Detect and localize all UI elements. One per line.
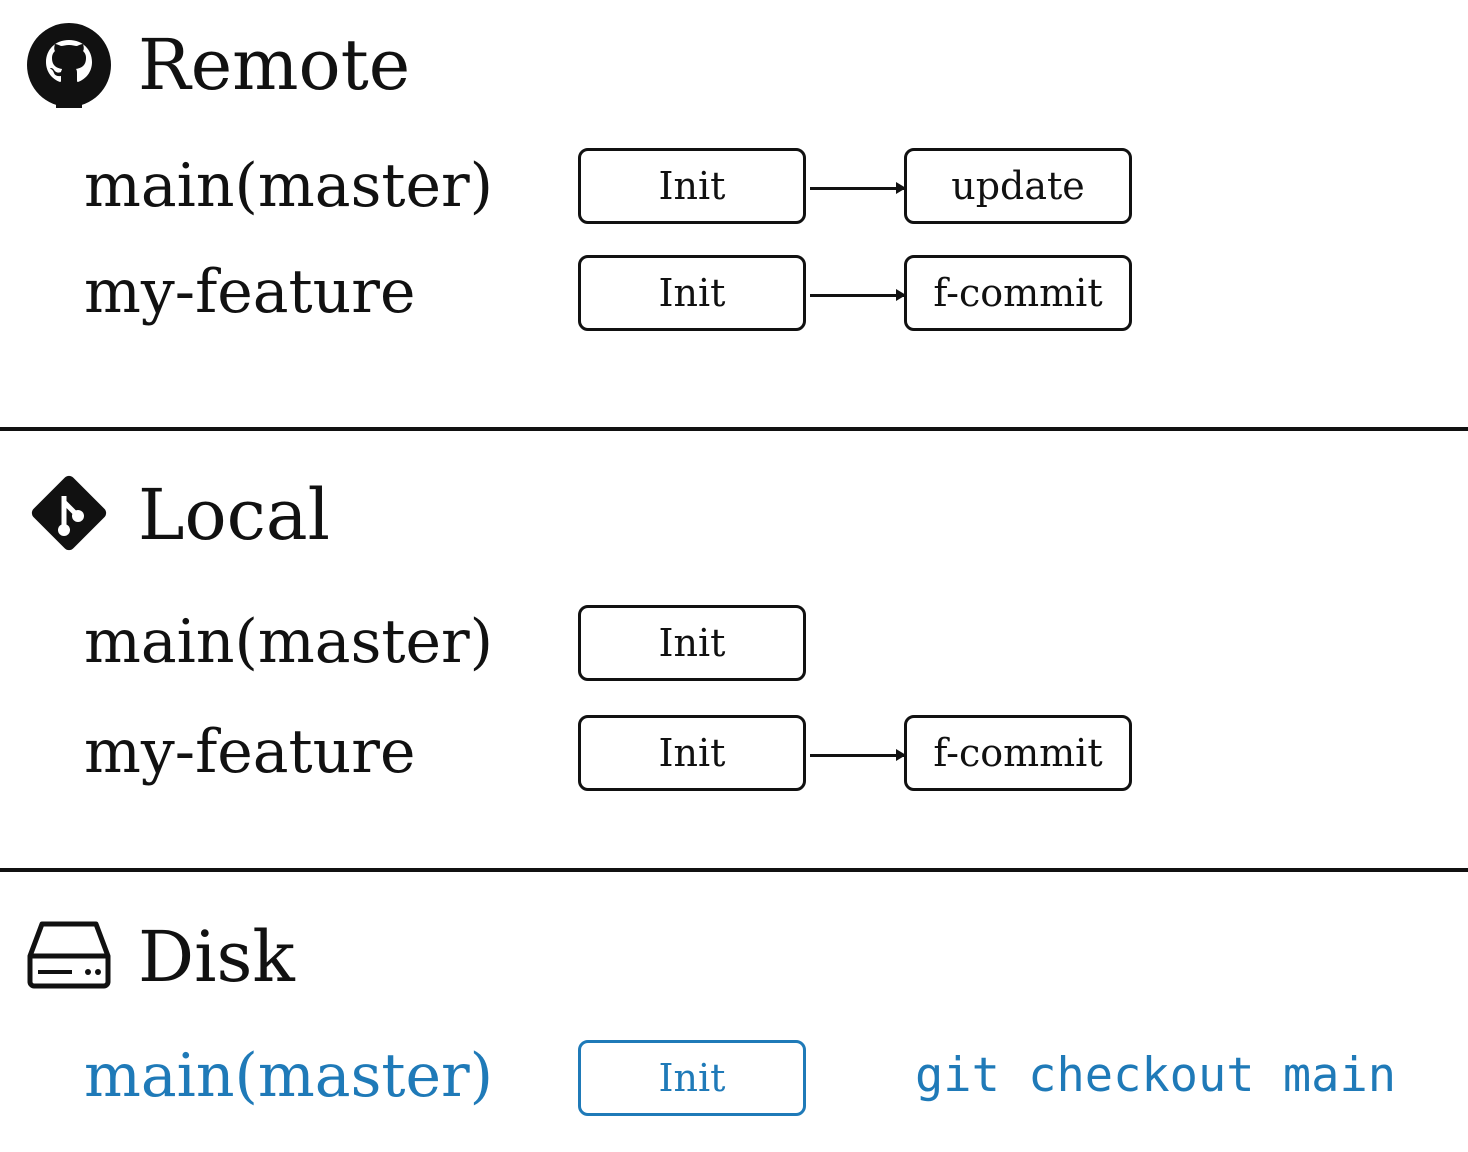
branch-label-local-main: main(master) xyxy=(84,607,494,677)
git-command-text: git checkout main xyxy=(915,1048,1397,1103)
arrow-remote-main xyxy=(810,182,906,194)
commit-box-disk-main-init: Init xyxy=(578,1040,806,1116)
branch-label-remote-main: main(master) xyxy=(84,151,494,221)
branch-label-local-feature: my-feature xyxy=(84,717,416,787)
git-icon xyxy=(26,470,112,560)
commit-box-remote-feature-init: Init xyxy=(578,255,806,331)
commit-box-local-main-init: Init xyxy=(578,605,806,681)
commit-box-local-feature-fcommit: f-commit xyxy=(904,715,1132,791)
commit-box-remote-main-init: Init xyxy=(578,148,806,224)
arrow-remote-feature xyxy=(810,289,906,301)
hard-drive-icon xyxy=(26,918,112,994)
github-icon xyxy=(26,22,112,112)
section-title-disk: Disk xyxy=(138,916,295,998)
divider-remote-local xyxy=(0,427,1468,431)
section-title-local: Local xyxy=(138,474,330,556)
section-title-remote: Remote xyxy=(138,24,411,106)
commit-box-remote-feature-fcommit: f-commit xyxy=(904,255,1132,331)
commit-box-local-feature-init: Init xyxy=(578,715,806,791)
branch-label-disk-main: main(master) xyxy=(84,1041,494,1111)
arrow-local-feature xyxy=(810,749,906,761)
divider-local-disk xyxy=(0,868,1468,872)
branch-label-remote-feature: my-feature xyxy=(84,257,416,327)
commit-box-remote-main-update: update xyxy=(904,148,1132,224)
